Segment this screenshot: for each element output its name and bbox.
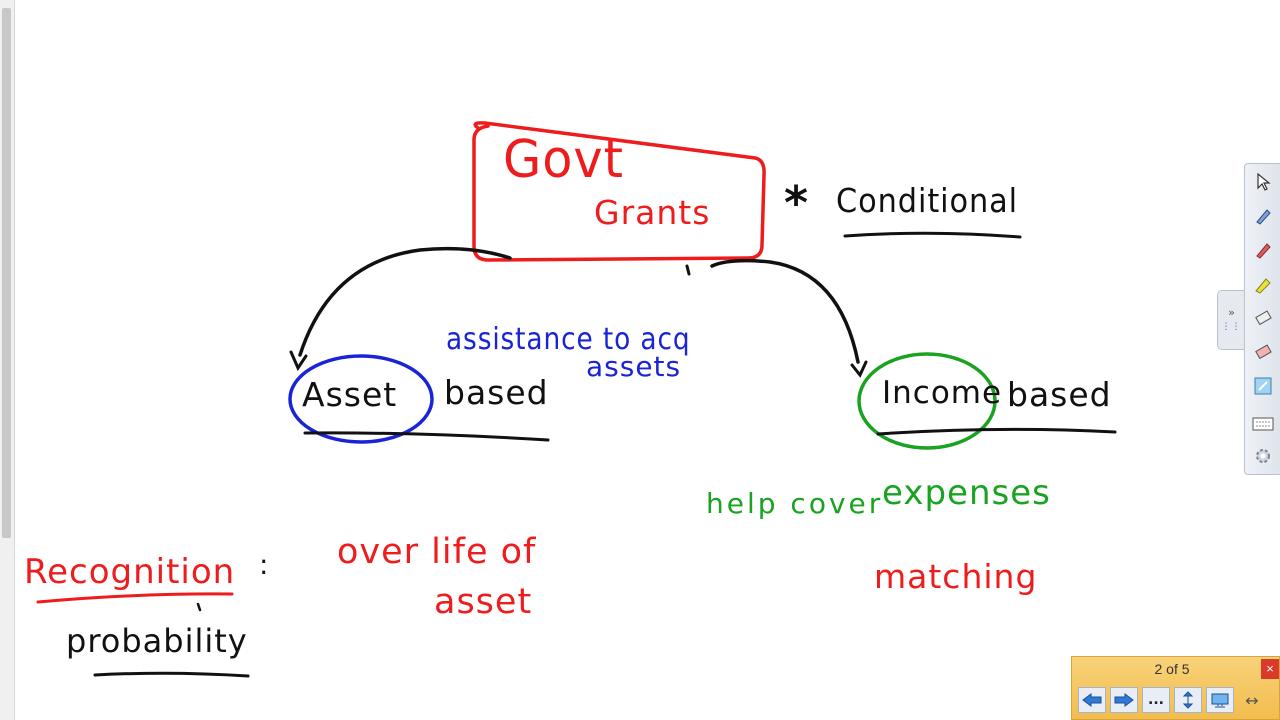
asset-circle	[288, 354, 434, 444]
close-icon[interactable]: ×	[1261, 659, 1279, 679]
fit-height-icon	[1182, 691, 1194, 709]
monitor-icon	[1211, 693, 1229, 708]
previous-page-button[interactable]	[1078, 687, 1106, 713]
grants-text: Grants	[594, 193, 711, 232]
colon-text: :	[259, 548, 270, 581]
pen-alt-icon[interactable]	[1251, 238, 1275, 262]
govt-text: Govt	[503, 130, 624, 190]
display-button[interactable]	[1206, 687, 1234, 713]
page-status: 2 of 5	[1154, 661, 1190, 677]
shape-eraser-icon[interactable]	[1251, 340, 1275, 364]
ink-toolbar	[1244, 163, 1280, 475]
star-mark: *	[784, 176, 810, 230]
scrollbar-thumb[interactable]	[2, 8, 11, 538]
left-arrowhead	[289, 350, 308, 372]
settings-icon[interactable]	[1251, 444, 1275, 468]
asset-based-underline	[303, 431, 550, 442]
matching-text: matching	[874, 557, 1038, 596]
expenses-text: expenses	[882, 473, 1051, 513]
income-text: Income	[882, 375, 1003, 411]
income-based-underline	[876, 427, 1117, 436]
expand-chevrons-icon: »	[1228, 306, 1235, 319]
govt-grants-box	[472, 121, 766, 262]
asset-text: Asset	[302, 375, 398, 414]
left-scrollbar[interactable]	[0, 0, 15, 720]
next-page-button[interactable]	[1110, 687, 1138, 713]
right-arrowhead	[850, 360, 868, 378]
toolbar-expand-handle[interactable]: » ⋮⋮	[1217, 290, 1245, 350]
keyboard-icon[interactable]	[1251, 412, 1275, 436]
select-arrow-icon[interactable]	[1251, 170, 1275, 194]
text-icon[interactable]	[1251, 374, 1275, 398]
page-navigator: 2 of 5 × ... ↔	[1071, 656, 1280, 720]
probability-text: probability	[66, 622, 248, 660]
assets-text: assets	[586, 350, 682, 383]
small-tick	[685, 264, 691, 276]
help-cover-text: help cover	[706, 487, 884, 520]
recognition-underline	[36, 592, 234, 604]
fit-page-button[interactable]	[1174, 687, 1202, 713]
pen-icon[interactable]	[1251, 204, 1275, 228]
asset-based-text: based	[444, 373, 549, 412]
recognition-text: Recognition	[24, 552, 236, 592]
arrow-left-icon	[1082, 693, 1102, 707]
probability-underline	[93, 671, 250, 678]
conditional-underline	[843, 231, 1022, 239]
grip-dots-icon: ⋮⋮	[1221, 322, 1242, 332]
arrow-right-icon	[1114, 693, 1134, 707]
right-connector-arc	[710, 258, 860, 364]
assistance-text: assistance to acq	[446, 322, 691, 357]
eraser-icon[interactable]	[1251, 306, 1275, 330]
more-options-button[interactable]: ...	[1142, 687, 1170, 713]
income-circle	[857, 352, 997, 450]
asset-life-text: asset	[434, 582, 533, 622]
move-pager-button[interactable]: ↔	[1245, 690, 1259, 710]
recognition-underline-mark	[196, 602, 202, 612]
income-based-text: based	[1007, 375, 1112, 414]
left-connector-arc	[298, 246, 512, 357]
over-life-text: over life of	[337, 532, 537, 572]
highlighter-icon[interactable]	[1251, 272, 1275, 296]
conditional-text: Conditional	[836, 181, 1019, 220]
